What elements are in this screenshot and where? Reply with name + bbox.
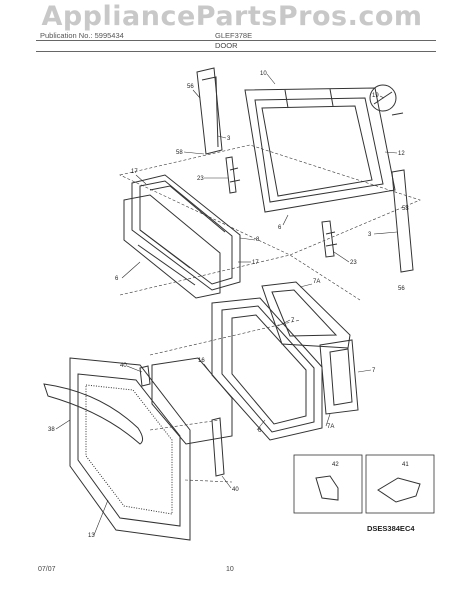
outer-door-panel: [244, 87, 396, 213]
callout-23-right: 23: [350, 260, 357, 266]
callout-6: 6: [278, 225, 282, 231]
callout-58: 58: [176, 150, 183, 156]
callout-41: 41: [402, 462, 409, 468]
bracket-40-lower: [211, 417, 225, 477]
screw-detail: [369, 84, 404, 116]
header-rule-lower: [36, 51, 436, 52]
door-handle: [43, 383, 144, 445]
callout-17: 17: [131, 169, 138, 175]
detail-box-41: [365, 454, 435, 514]
inner-glass-pack: [131, 174, 241, 291]
callout-6-left: 6: [115, 276, 119, 282]
callout-19: 19: [372, 93, 379, 99]
callout-7-right: 7: [372, 368, 376, 374]
outer-door-front: [69, 357, 191, 541]
section-title: DOOR: [215, 41, 238, 50]
callout-56-right: 56: [398, 286, 405, 292]
bracket-40-upper: [139, 365, 151, 387]
inner-door-liner: [211, 297, 323, 441]
callout-10: 10: [260, 71, 267, 77]
callout-16: 16: [198, 358, 205, 364]
part-41-channel: [377, 477, 421, 503]
diagram-code: DSES384EC4: [367, 524, 415, 533]
footer-date: 07/07: [38, 566, 56, 573]
callout-40: 40: [120, 363, 127, 369]
publication-number: Publication No.: 5995434: [40, 31, 124, 40]
callout-7A: 7A: [313, 279, 320, 285]
door-insulation: [151, 357, 233, 445]
callout-40-lower: 40: [232, 487, 239, 493]
door-gasket-upper: [261, 281, 351, 349]
callout-13: 13: [88, 533, 95, 539]
door-gasket-lower: [319, 339, 359, 415]
assembly-guide-lines: [119, 144, 421, 483]
door-hinge-left: [225, 156, 241, 194]
callout-23: 23: [197, 176, 204, 182]
callout-58-right: 58: [402, 206, 409, 212]
callout-12: 12: [398, 151, 405, 157]
model-number: GLEF378E: [215, 31, 253, 40]
callout-8: 8: [256, 237, 260, 243]
door-hinge-rod-right: [391, 169, 414, 273]
callout-leaders: [55, 73, 398, 536]
detail-box-42: [293, 454, 363, 514]
callout-38: 38: [48, 427, 55, 433]
door-hinge-right: [321, 220, 338, 258]
callout-56: 56: [187, 84, 194, 90]
header-rule: [36, 40, 436, 41]
callout-6-lower: 6: [258, 428, 262, 434]
part-42-bracket: [315, 475, 339, 501]
callout-7: 7: [291, 318, 295, 324]
footer-page-number: 10: [226, 566, 234, 573]
front-glass-pane: [123, 194, 221, 299]
callout-3: 3: [227, 136, 231, 142]
watermark: AppliancePartsPros.com: [41, 1, 423, 32]
callout-3-right: 3: [368, 232, 372, 238]
callout-42: 42: [332, 462, 339, 468]
door-hinge-rod-top: [196, 67, 223, 155]
callout-17-lower: 17: [252, 260, 259, 266]
callout-7A-lower: 7A: [327, 424, 334, 430]
